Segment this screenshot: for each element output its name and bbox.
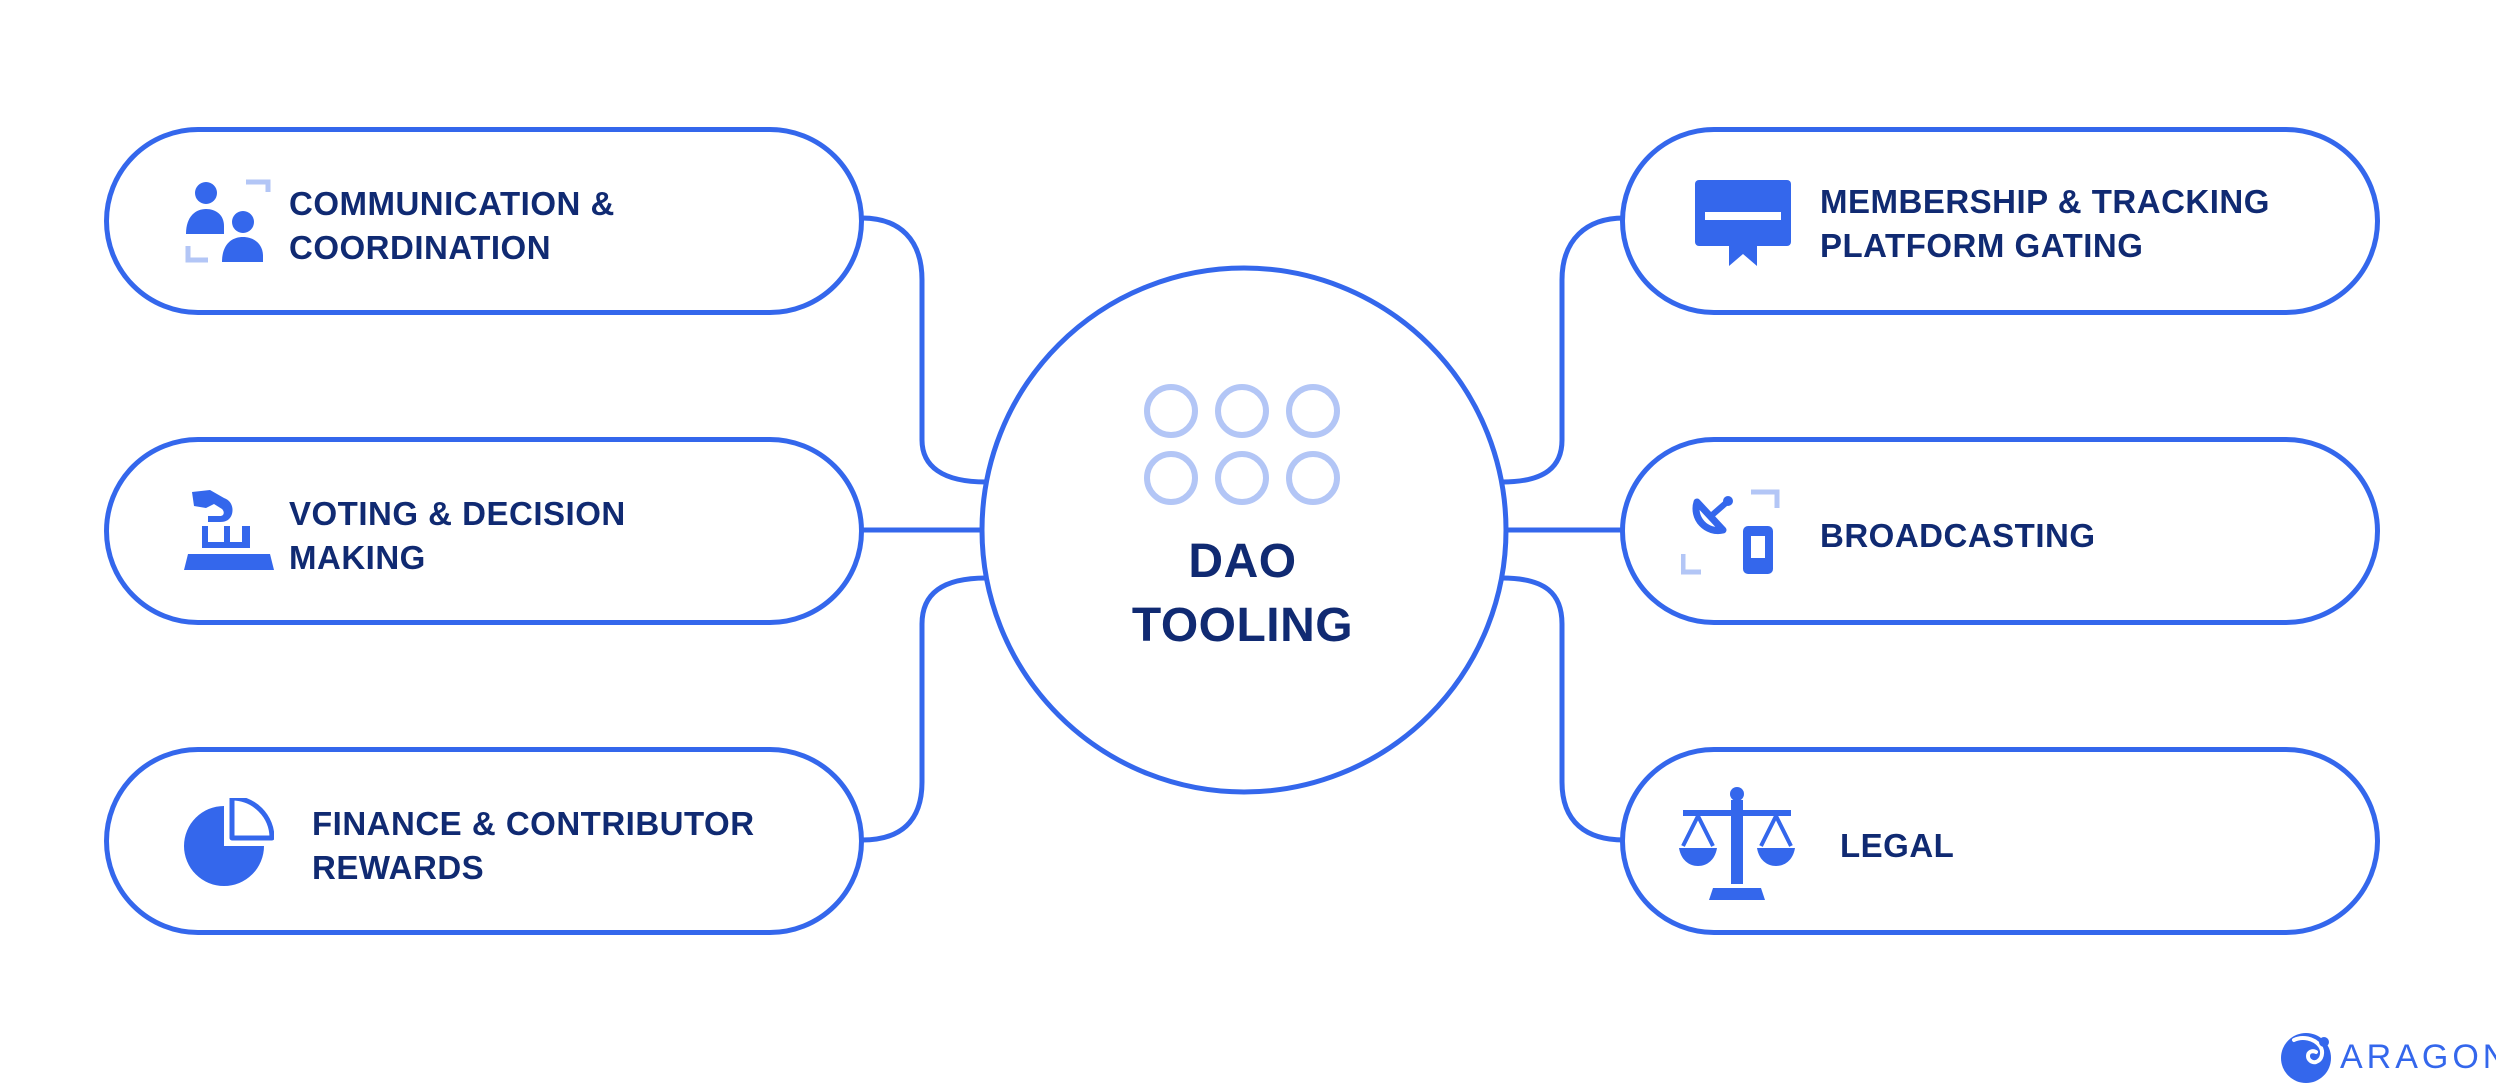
- people-icon: [185, 179, 271, 263]
- pill-voting-decision: VOTING & DECISION MAKING: [104, 437, 864, 625]
- pill-label: COMMUNICATION & COORDINATION: [289, 182, 615, 270]
- pill-label: MEMBERSHIP & TRACKING PLATFORM GATING: [1820, 180, 2270, 268]
- membership-badge-icon: [1695, 180, 1791, 266]
- pill-legal: LEGAL: [1620, 747, 2380, 935]
- center-title: DAO TOOLING: [1090, 530, 1395, 658]
- ballot-box-icon: [184, 490, 274, 570]
- label-line-2: COORDINATION: [289, 229, 552, 266]
- connector-communication: [861, 215, 987, 485]
- label-line-1: VOTING & DECISION: [289, 495, 626, 532]
- pill-communication-coordination: COMMUNICATION & COORDINATION: [104, 127, 864, 315]
- connector-finance: [861, 575, 987, 843]
- center-node: [979, 265, 1509, 795]
- pill-finance-rewards: FINANCE & CONTRIBUTOR REWARDS: [104, 747, 864, 935]
- label-line-1: LEGAL: [1840, 827, 1955, 864]
- dots-grid-icon: [1144, 384, 1340, 505]
- label-line-1: BROADCASTING: [1820, 517, 2096, 554]
- aragon-logo-icon: [2281, 1033, 2331, 1083]
- label-line-1: FINANCE & CONTRIBUTOR: [312, 805, 755, 842]
- label-line-1: MEMBERSHIP & TRACKING: [1820, 183, 2270, 220]
- connector-legal: [1501, 575, 1625, 843]
- center-title-line-2: TOOLING: [1131, 599, 1354, 652]
- brand-logo: ARAGON: [2278, 1028, 2496, 1084]
- connector-membership: [1501, 215, 1625, 485]
- label-line-2: MAKING: [289, 539, 426, 576]
- label-line-1: COMMUNICATION &: [289, 185, 615, 222]
- pill-label: VOTING & DECISION MAKING: [289, 492, 626, 580]
- center-title-line-1: DAO: [1188, 535, 1297, 588]
- scales-icon: [1679, 787, 1795, 900]
- pill-broadcasting: BROADCASTING: [1620, 437, 2380, 625]
- pie-chart-icon: [184, 798, 274, 886]
- pill-label: FINANCE & CONTRIBUTOR REWARDS: [312, 802, 755, 890]
- pill-membership-tracking: MEMBERSHIP & TRACKING PLATFORM GATING: [1620, 127, 2380, 315]
- pill-label: LEGAL: [1840, 824, 1954, 868]
- label-line-2: PLATFORM GATING: [1820, 227, 2144, 264]
- label-line-2: REWARDS: [312, 849, 485, 886]
- brand-name: ARAGON: [2340, 1038, 2496, 1076]
- satellite-dish-icon: [1681, 489, 1780, 575]
- pill-label: BROADCASTING: [1820, 514, 2096, 558]
